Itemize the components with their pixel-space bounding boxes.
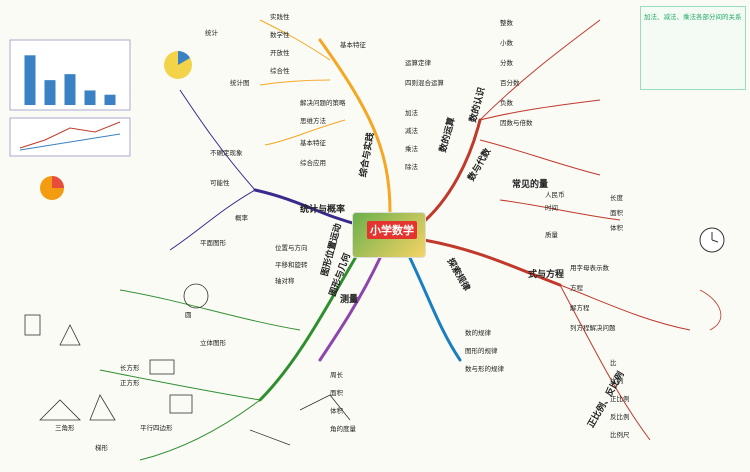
branch-celiang [318,256,382,362]
node-tuxing-7[interactable]: 正方形 [120,379,140,387]
branch-zonghe [318,38,392,214]
node-bili-2[interactable]: 正比例 [610,395,630,403]
node-tuxing-0[interactable]: 平面图形 [200,239,226,247]
node-yunsuan-5[interactable]: 四则混合运算 [405,79,444,87]
node-yunsuan-2[interactable]: 乘法 [405,145,418,153]
panel-title: 加法、减法、乘法各部分间的关系 [644,13,742,21]
node-zonghe-8[interactable]: 综合应用 [300,159,326,167]
category-celiang[interactable]: 测量 [340,295,359,305]
node-tuxing-10[interactable]: 梯形 [95,444,108,452]
node-liang-2[interactable]: 质量 [545,231,558,239]
branch-tansuoguilv [408,256,462,362]
relationship-panel: 加法、减法、乘法各部分间的关系 [640,6,746,90]
node-tuxing-8[interactable]: 三角形 [55,424,75,432]
node-yunsuan-1[interactable]: 减法 [405,127,418,135]
pie-chart [164,51,192,79]
clock-icon [699,227,725,253]
branch-tuxing [258,248,362,402]
node-liang-3[interactable]: 长度 [610,194,623,202]
node-celiang-0[interactable]: 周长 [330,371,343,379]
node-zonghe-2[interactable]: 开放性 [270,49,290,57]
node-zonghe-0[interactable]: 实践性 [270,13,290,21]
node-liang-5[interactable]: 体积 [610,224,623,232]
node-zonghe-4[interactable]: 基本特征 [340,41,366,49]
node-tongji-4[interactable]: 不确定现象 [210,149,243,157]
node-shu-3[interactable]: 百分数 [500,79,520,87]
bar-2 [64,74,76,105]
node-guilv-1[interactable]: 图形的规律 [465,347,498,355]
node-yunsuan-0[interactable]: 加法 [405,109,418,117]
line-chart [9,117,131,157]
node-zonghe-1[interactable]: 数学性 [270,31,290,39]
node-shu-1[interactable]: 小数 [500,39,513,47]
node-fangcheng-1[interactable]: 方程 [570,284,583,292]
geometry-figures [24,283,351,446]
node-tuxing-4[interactable]: 平移和旋转 [275,261,308,269]
node-celiang-1[interactable]: 面积 [330,389,343,397]
bar-0 [24,55,36,105]
node-zonghe-7[interactable]: 基本特征 [300,139,326,147]
node-bili-0[interactable]: 比 [610,359,617,367]
node-tuxing-6[interactable]: 长方形 [120,364,140,372]
branch-shiyufangcheng [422,238,562,287]
node-tuxing-1[interactable]: 立体图形 [200,339,226,347]
center-node[interactable]: 小学数学 [352,212,426,258]
node-celiang-2[interactable]: 体积 [330,407,343,415]
node-shu-0[interactable]: 整数 [500,19,513,27]
category-changjiandeliang[interactable]: 常见的量 [512,180,549,190]
node-tongji-1[interactable]: 概率 [235,214,248,222]
category-shiyufangcheng[interactable]: 式与方程 [528,270,565,280]
node-zonghe-5[interactable]: 解决问题的策略 [300,99,346,107]
node-tuxing-2[interactable]: 位置与方向 [275,244,308,252]
bar-4 [104,94,116,105]
node-shu-2[interactable]: 分数 [500,59,513,67]
node-tuxing-11[interactable]: 圆 [185,311,192,319]
node-shu-4[interactable]: 负数 [500,99,513,107]
node-liang-4[interactable]: 面积 [610,209,623,217]
node-bili-3[interactable]: 反比例 [610,413,630,421]
bar-chart [9,39,131,111]
node-guilv-0[interactable]: 数的规律 [465,329,491,337]
node-yunsuan-3[interactable]: 除法 [405,163,418,171]
node-tuxing-5[interactable]: 轴对称 [275,277,295,285]
node-bili-1[interactable]: 比例 [610,377,623,385]
node-tongji-0[interactable]: 统计 [205,29,218,37]
node-tuxing-9[interactable]: 平行四边形 [140,424,173,432]
node-celiang-3[interactable]: 角的度量 [330,425,356,433]
node-liang-1[interactable]: 时间 [545,204,558,212]
node-zonghe-6[interactable]: 思维方法 [300,117,326,125]
node-liang-0[interactable]: 人民币 [545,191,565,199]
bar-3 [84,90,96,105]
node-guilv-2[interactable]: 数与形的规律 [465,365,504,373]
sector-chart [40,176,64,200]
branch-shuyudaishu [418,118,482,227]
center-title: 小学数学 [367,221,417,239]
node-shu-5[interactable]: 因数与倍数 [500,119,533,127]
category-tongji[interactable]: 统计与概率 [300,205,346,215]
node-yunsuan-4[interactable]: 运算定律 [405,59,431,67]
node-tongji-2[interactable]: 统计图 [230,79,250,87]
node-zonghe-3[interactable]: 综合性 [270,67,290,75]
node-tongji-5[interactable]: 可能性 [210,179,230,187]
branch-tongji [253,188,362,227]
node-fangcheng-3[interactable]: 列方程解决问题 [570,324,616,332]
node-fangcheng-0[interactable]: 用字母表示数 [570,264,609,272]
bar-1 [44,80,56,105]
node-fangcheng-2[interactable]: 解方程 [570,304,590,312]
node-bili-4[interactable]: 比例尺 [610,431,630,439]
